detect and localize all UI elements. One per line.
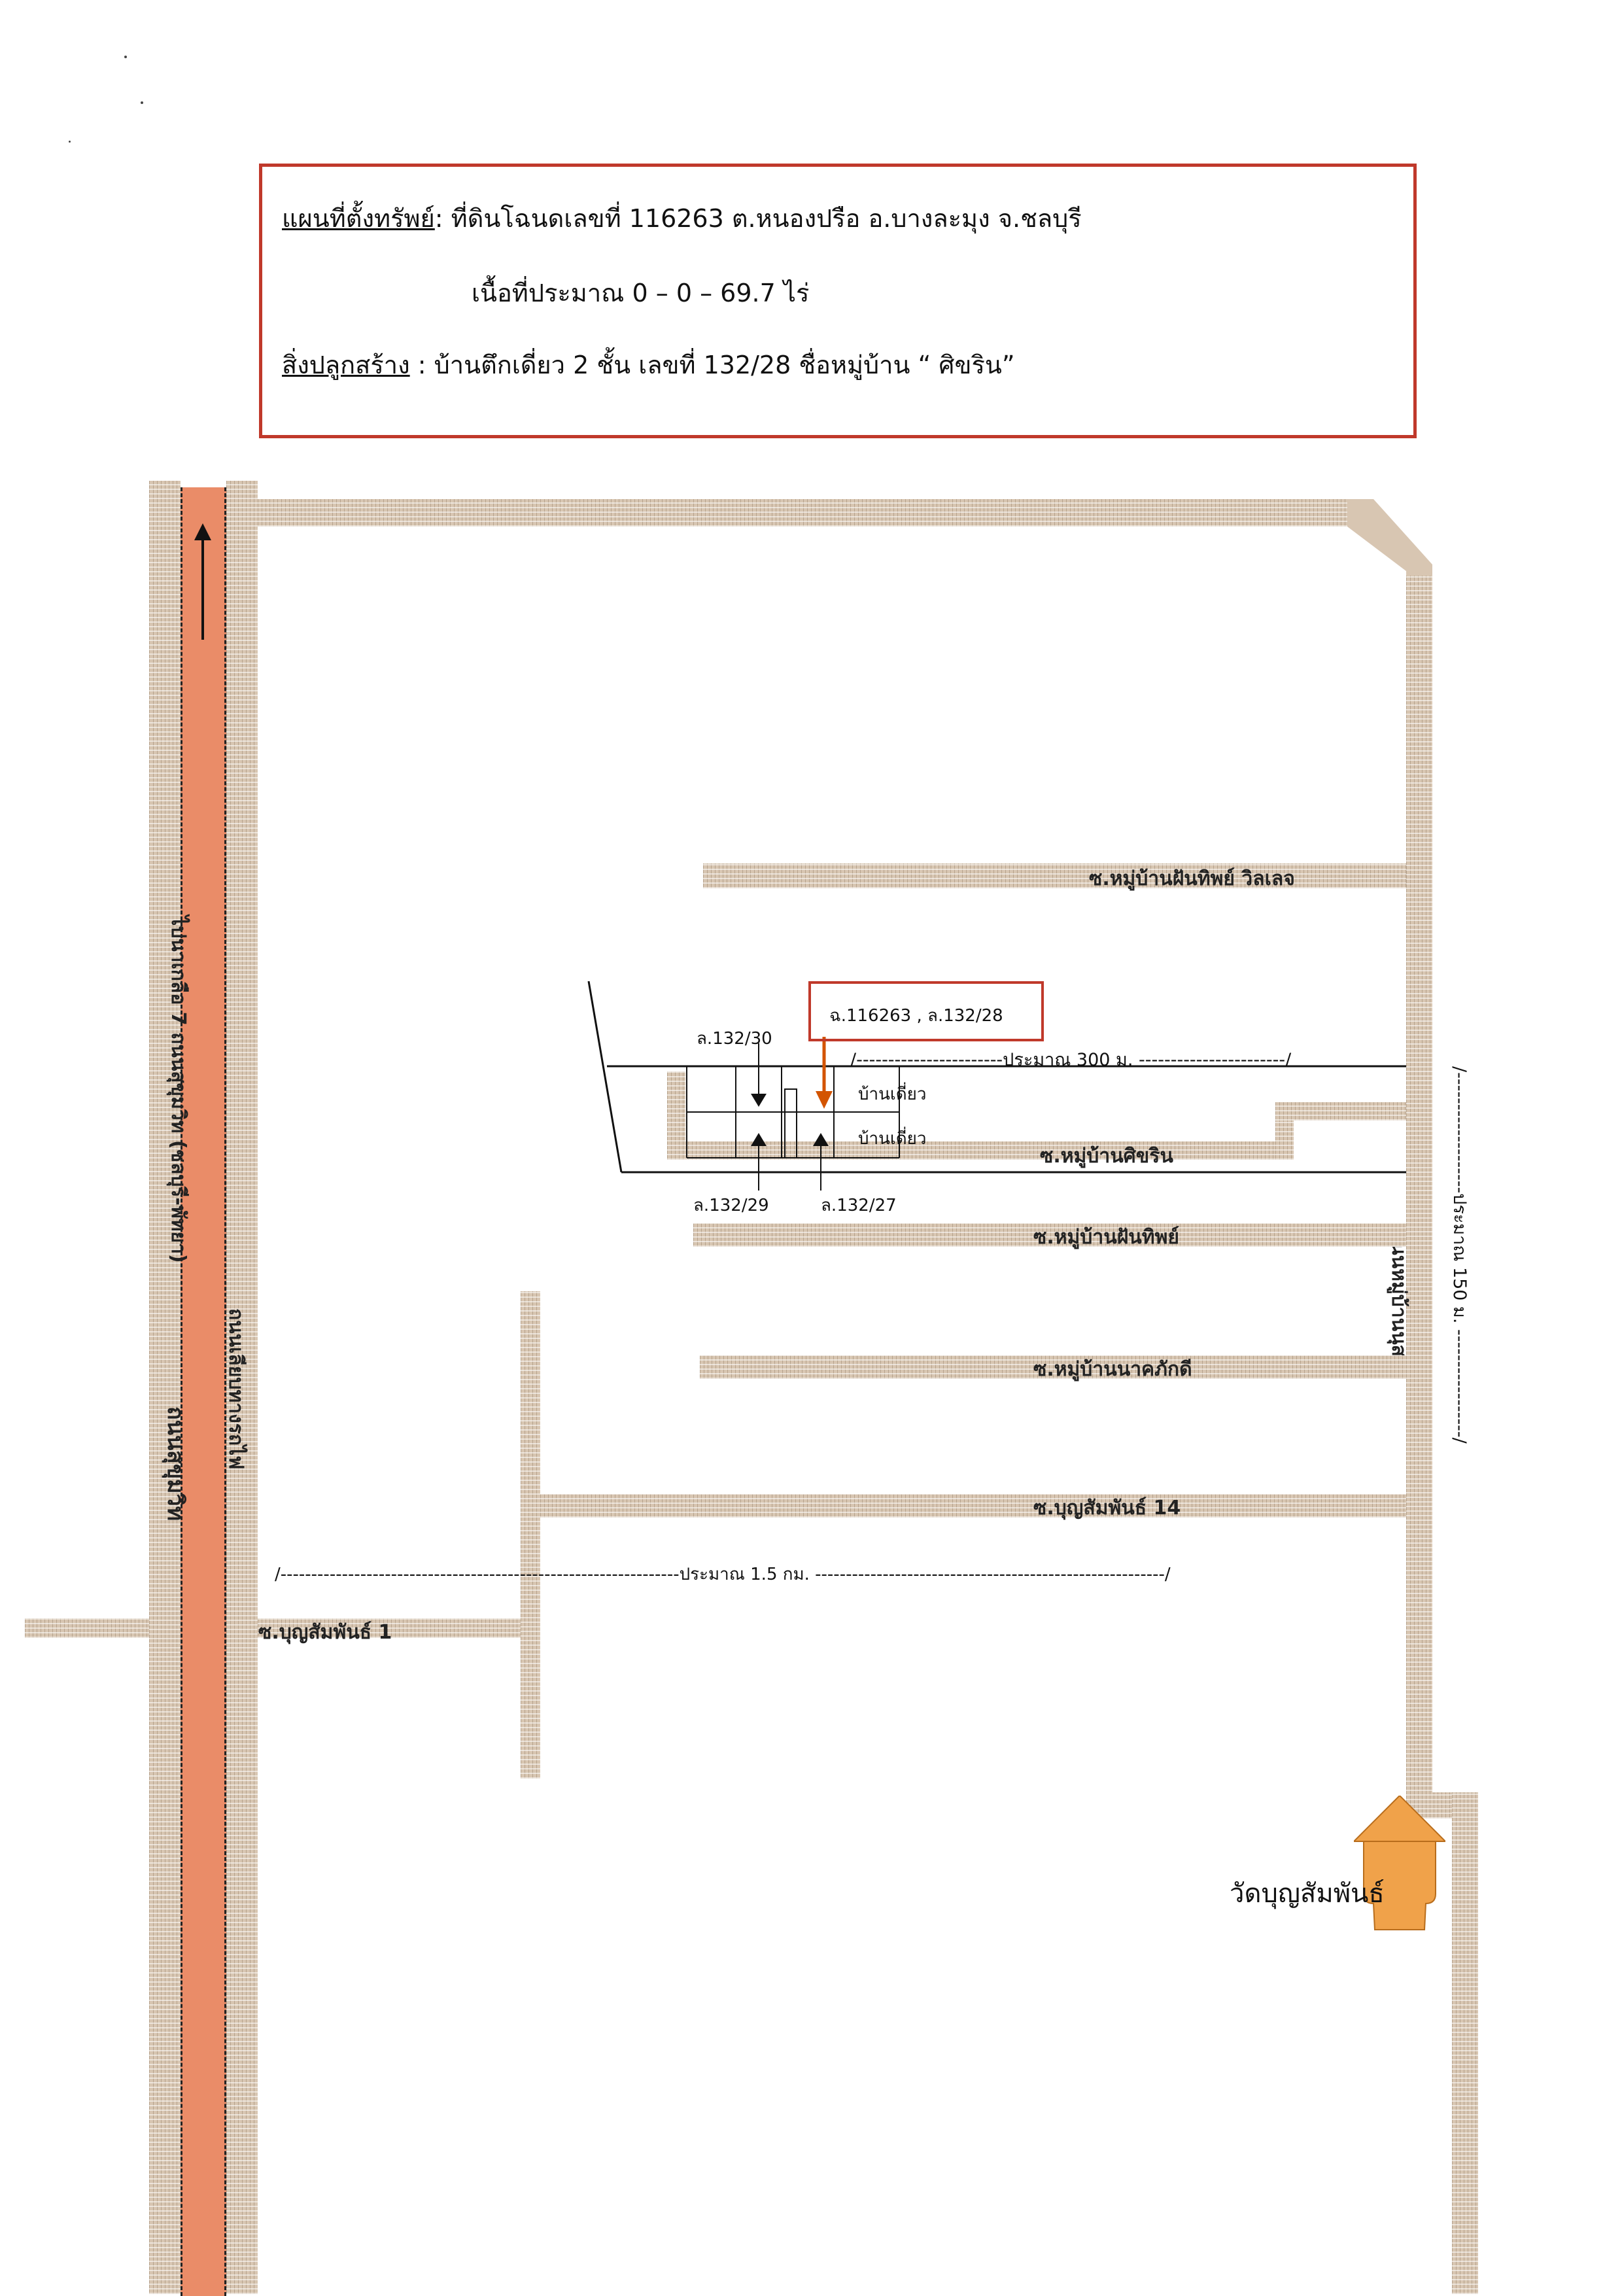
soi-nakhapakdee-label: ซ.หมู่บ้านนาคภักดี	[1033, 1358, 1192, 1381]
house-top-label: บ้านเดี่ยว	[858, 1085, 927, 1104]
soi-sikharin-end	[1275, 1102, 1406, 1121]
road-top	[258, 499, 1363, 527]
north-arrow-icon	[194, 523, 211, 640]
soi-phanthip-village	[703, 863, 1406, 888]
subject-plot-lines	[587, 981, 1406, 1191]
soi-boonsamphan1-label: ซ.บุญสัมพันธ์ 1	[258, 1621, 392, 1644]
header-label-building: สิ่งปลูกสร้าง	[282, 351, 410, 379]
measure-1-5km: /---------------------------------------…	[275, 1565, 1171, 1584]
measure-150m: /-------------------ประมาณ 150 ม. ------…	[1449, 1066, 1470, 1444]
header-line-area: เนื้อที่ประมาณ 0 – 0 – 69.7 ไร่	[472, 279, 810, 307]
road-strip-right	[226, 481, 258, 2294]
house-bottom-label: บ้านเดี่ยว	[858, 1129, 927, 1149]
main-road-label: ถนนสุขุมวิท	[162, 1406, 188, 1521]
lot-132-30-label: ล.132/30	[697, 1029, 772, 1049]
subject-callout-box: ฉ.116263 , ล.132/28	[808, 981, 1044, 1041]
soi-boonsamphan1-west	[25, 1618, 149, 1638]
temple-icon	[1354, 1796, 1445, 1930]
scan-speck	[124, 56, 127, 58]
lot-132-27-label: ล.132/27	[821, 1196, 897, 1215]
scan-speck	[141, 101, 143, 104]
soi-phanthip-label: ซ.หมู่บ้านฝันทิพย์	[1033, 1226, 1179, 1249]
header-label-location: แผนที่ตั้งทรัพย์	[282, 204, 435, 233]
soi-sikharin-label: ซ.หมู่บ้านศิขริน	[1040, 1145, 1173, 1168]
measure-300m: /-----------------------ประมาณ 300 ม. --…	[850, 1050, 1292, 1070]
scan-speck	[69, 141, 71, 143]
header-text-location: : ที่ดินโฉนดเลขที่ 116263 ต.หนองปรือ อ.บ…	[434, 204, 1082, 233]
road-strip-left	[149, 481, 181, 2294]
road-top-corner	[1347, 499, 1432, 591]
road-right-lower	[1452, 1792, 1478, 2294]
soi-boonsamphan1	[258, 1618, 521, 1638]
header-line-3: สิ่งปลูกสร้าง : บ้านตึกเดี่ยว 2 ชั้น เลข…	[282, 345, 1015, 385]
soi-sikharin-left	[667, 1071, 685, 1160]
soi-nakhapakdee	[700, 1355, 1406, 1379]
header-text-building: : บ้านตึกเดี่ยว 2 ชั้น เลขที่ 132/28 ชื่…	[409, 351, 1015, 379]
soi-boonsamphan14	[540, 1494, 1406, 1518]
lot-132-29-label: ล.132/29	[693, 1196, 769, 1215]
main-road	[181, 487, 226, 2296]
soi-vertical-middle	[521, 1291, 540, 1779]
header-line-1: แผนที่ตั้งทรัพย์: ที่ดินโฉนดเลขที่ 11626…	[282, 198, 1082, 238]
header-box: แผนที่ตั้งทรัพย์: ที่ดินโฉนดเลขที่ 11626…	[259, 164, 1417, 438]
subject-callout-text: ฉ.116263 , ล.132/28	[829, 1006, 1003, 1026]
temple-label: วัดบุญสัมพันธ์	[1230, 1879, 1385, 1909]
road-right	[1406, 576, 1432, 1818]
soi-phanthip	[693, 1223, 1406, 1247]
side-road-left-label: ถนนเลียบทางรถไฟ	[224, 1308, 247, 1470]
soi-boonsamphan14-label: ซ.บุญสัมพันธ์ 14	[1033, 1497, 1181, 1520]
soi-phanthip-village-label: ซ.หมู่บ้านฝันทิพย์ วิลเลจ	[1089, 867, 1295, 890]
soi-sikharin	[680, 1141, 1275, 1160]
main-road-direction-label: ไปนาเกลือ 7 ถนนสุขุมวิท (ชลบุรี-พัทยา)	[167, 916, 190, 1263]
